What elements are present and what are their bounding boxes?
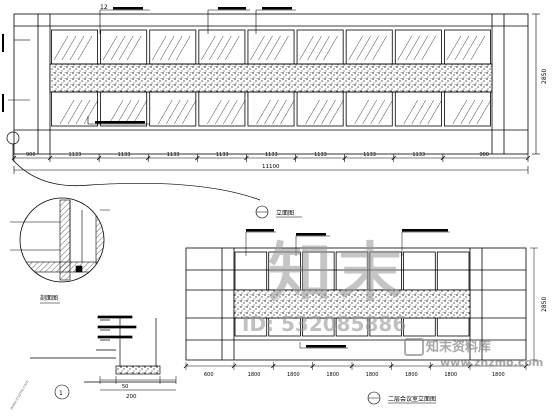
svg-text:二层会议室立面图: 二层会议室立面图 bbox=[388, 395, 436, 403]
section-label: 剖面图 bbox=[40, 294, 58, 302]
section-dimensions bbox=[99, 376, 177, 391]
elevation-2-height: 2850 bbox=[541, 297, 548, 312]
detail-callout bbox=[6, 131, 261, 201]
elevation-2-frame bbox=[185, 247, 527, 361]
watermark-url: www.znzmo.com bbox=[440, 356, 544, 369]
elevation-1-title: 立面图 bbox=[255, 205, 302, 219]
elevation-2-title: 二层会议室立面图 bbox=[367, 391, 436, 405]
dimension-label: 1133 bbox=[363, 152, 376, 158]
dimension-label: 1800 bbox=[405, 372, 418, 378]
dimension-label: 1133 bbox=[314, 152, 327, 158]
section-detail: 剖面图 bbox=[30, 294, 176, 383]
elevation-1-total: 11100 bbox=[262, 164, 280, 170]
elevation-2-annotations bbox=[245, 231, 450, 349]
elevation-1-height: 2850 bbox=[541, 69, 548, 84]
elevation-1-annotations bbox=[8, 9, 296, 125]
dimension-label: 600 bbox=[204, 372, 214, 378]
dimension-label: 1133 bbox=[167, 152, 180, 158]
svg-text:1: 1 bbox=[59, 390, 63, 397]
brand-logo-icon bbox=[404, 338, 424, 356]
dimension-label: 1133 bbox=[216, 152, 229, 158]
dimension-label: 1800 bbox=[287, 372, 300, 378]
elevation-2-height-dim bbox=[530, 247, 538, 361]
elevation-1-notes bbox=[2, 7, 292, 124]
detail-zoom bbox=[10, 197, 110, 283]
elevation-1-height-dim bbox=[532, 13, 540, 155]
elevation-1-frame bbox=[13, 13, 529, 155]
dimension-label: 1133 bbox=[265, 152, 278, 158]
dimension-label: 1133 bbox=[69, 152, 82, 158]
dimension-label: 1800 bbox=[492, 372, 505, 378]
svg-text:立面图: 立面图 bbox=[276, 209, 294, 217]
dimension-label: 1800 bbox=[444, 372, 457, 378]
elevation-2 bbox=[185, 247, 527, 361]
dimension-label: 1800 bbox=[366, 372, 379, 378]
elevation-1-dimensions bbox=[11, 154, 531, 174]
watermark-side: www.znzmo.com bbox=[9, 379, 30, 411]
dimension-label: 1800 bbox=[248, 372, 261, 378]
dimension-label: 900 bbox=[479, 152, 489, 158]
section-marker: 1 bbox=[54, 384, 70, 400]
callout-12: 12 bbox=[100, 4, 108, 11]
watermark-logo: 知末 bbox=[268, 237, 408, 311]
elevation-1 bbox=[13, 13, 529, 155]
dimension-label: 900 bbox=[26, 152, 36, 158]
dimension-label: 1800 bbox=[326, 372, 339, 378]
elevation-1-dimension-labels: 900 1133 1133 1133 1133 1133 1133 1133 1133 900 bbox=[26, 152, 489, 158]
section-dim-total: 200 bbox=[126, 394, 137, 400]
elevation-2-dimension-labels: 600 1800 1800 1800 1800 1800 1800 1800 bbox=[204, 372, 505, 378]
elevation-2-notes bbox=[246, 229, 448, 348]
elevation-2-dimensions bbox=[183, 362, 529, 370]
stone-band bbox=[49, 63, 493, 93]
watermark-id: ID: 532085886 bbox=[242, 312, 407, 336]
stone-band-2 bbox=[233, 289, 471, 319]
watermark-brand: 知末资料库 bbox=[426, 340, 492, 355]
dimension-label: 1133 bbox=[118, 152, 131, 158]
section-dim-small: 50 bbox=[122, 384, 128, 390]
dimension-label: 1133 bbox=[412, 152, 425, 158]
